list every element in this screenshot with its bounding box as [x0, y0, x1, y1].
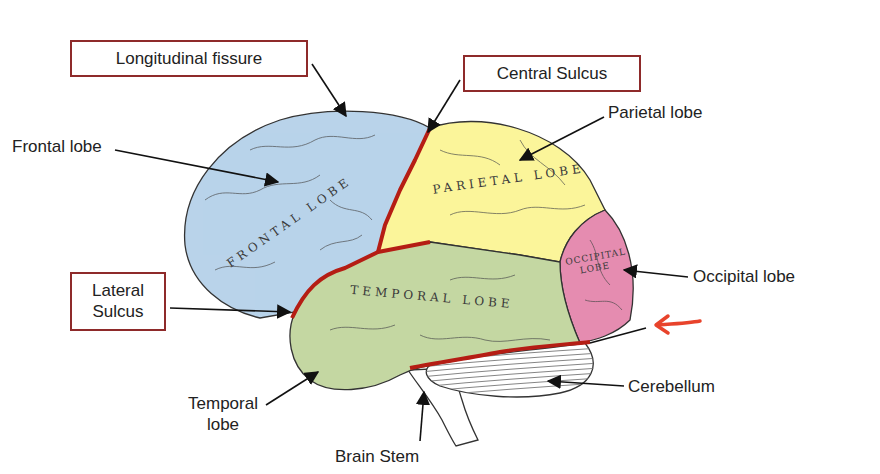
lobe-inscription: PARIETAL LOBE — [432, 161, 586, 197]
temporal-border-line — [410, 342, 590, 368]
leader-line — [312, 64, 346, 116]
leader-line — [624, 270, 688, 277]
box-label: Longitudinal fissure — [84, 48, 294, 69]
leader-line — [548, 381, 624, 386]
leader-lines — [115, 64, 688, 441]
part-label: Temporal lobe — [184, 393, 262, 436]
temporal-lobe-shape — [290, 242, 580, 390]
leader-line — [520, 117, 604, 160]
leader-line — [170, 308, 290, 312]
central-sulcus-line — [378, 128, 430, 252]
part-label: Parietal lobe — [608, 102, 703, 123]
box-label: Lateral Sulcus — [84, 280, 152, 323]
lobe-inscription: FRONTAL LOBE — [224, 174, 355, 272]
label-box: Lateral Sulcus — [70, 272, 166, 331]
lateral-sulcus-line — [292, 242, 430, 318]
leader-line — [115, 150, 278, 182]
leader-line — [266, 372, 318, 405]
box-label: Central Sulcus — [477, 63, 627, 84]
label-box: Central Sulcus — [463, 55, 641, 92]
part-label: Cerebellum — [628, 376, 715, 397]
leader-line — [428, 80, 460, 132]
label-box: Longitudinal fissure — [70, 40, 308, 77]
leader-line — [590, 328, 646, 343]
part-label: Frontal lobe — [12, 136, 102, 157]
part-label: Occipital lobe — [693, 266, 795, 287]
lobe-inscription: TEMPORAL LOBE — [350, 283, 515, 312]
lobe-inscription: OCCIPITAL LOBE — [565, 247, 624, 278]
leader-line — [420, 392, 424, 441]
part-label: Brain Stem — [335, 446, 419, 467]
red-annotation-arrow — [656, 316, 700, 333]
